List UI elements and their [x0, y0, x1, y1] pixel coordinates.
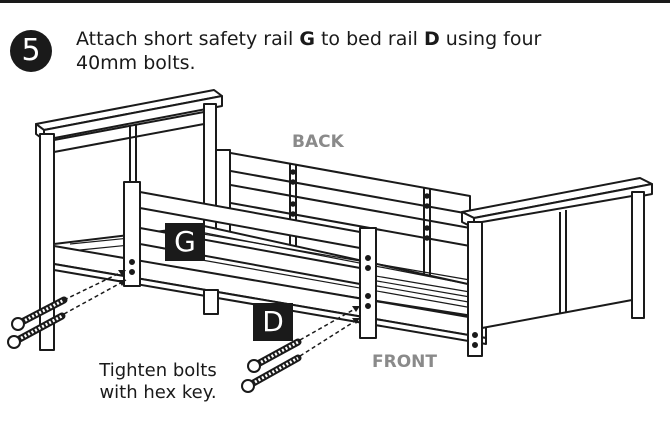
- tighten-note-line-1: Tighten bolts: [99, 360, 217, 381]
- instruction-part-3: using four 40mm bolts.: [76, 28, 542, 74]
- instruction-rail-letter: G: [299, 28, 315, 50]
- tighten-note: Tighten bolts with hex key.: [78, 360, 238, 404]
- step-number-badge: 5: [10, 30, 52, 72]
- instruction-part-1: Attach short safety rail: [76, 28, 300, 50]
- bolt-icon-left-1: [11, 296, 68, 331]
- back-label: BACK: [292, 132, 344, 152]
- footboard: [461, 177, 653, 357]
- front-label: FRONT: [372, 352, 437, 372]
- part-label-d: D: [253, 303, 293, 341]
- part-label-g: G: [165, 223, 205, 261]
- instruction-part-2: to bed rail: [314, 28, 424, 50]
- bolt-icon-left-2: [7, 312, 66, 349]
- top-border-line: [0, 0, 670, 3]
- bolt-guide-lines: [63, 269, 361, 357]
- bolt-icon-right-2: [241, 354, 302, 393]
- instruction-bed-rail-letter: D: [423, 28, 440, 50]
- bolt-guide-arrows: [118, 270, 360, 324]
- safety-rail-g: [123, 181, 377, 339]
- instruction-text: Attach short safety rail G to bed rail D…: [76, 27, 546, 75]
- tighten-note-line-2: with hex key.: [99, 382, 217, 403]
- bolt-icon-right-1: [247, 338, 302, 373]
